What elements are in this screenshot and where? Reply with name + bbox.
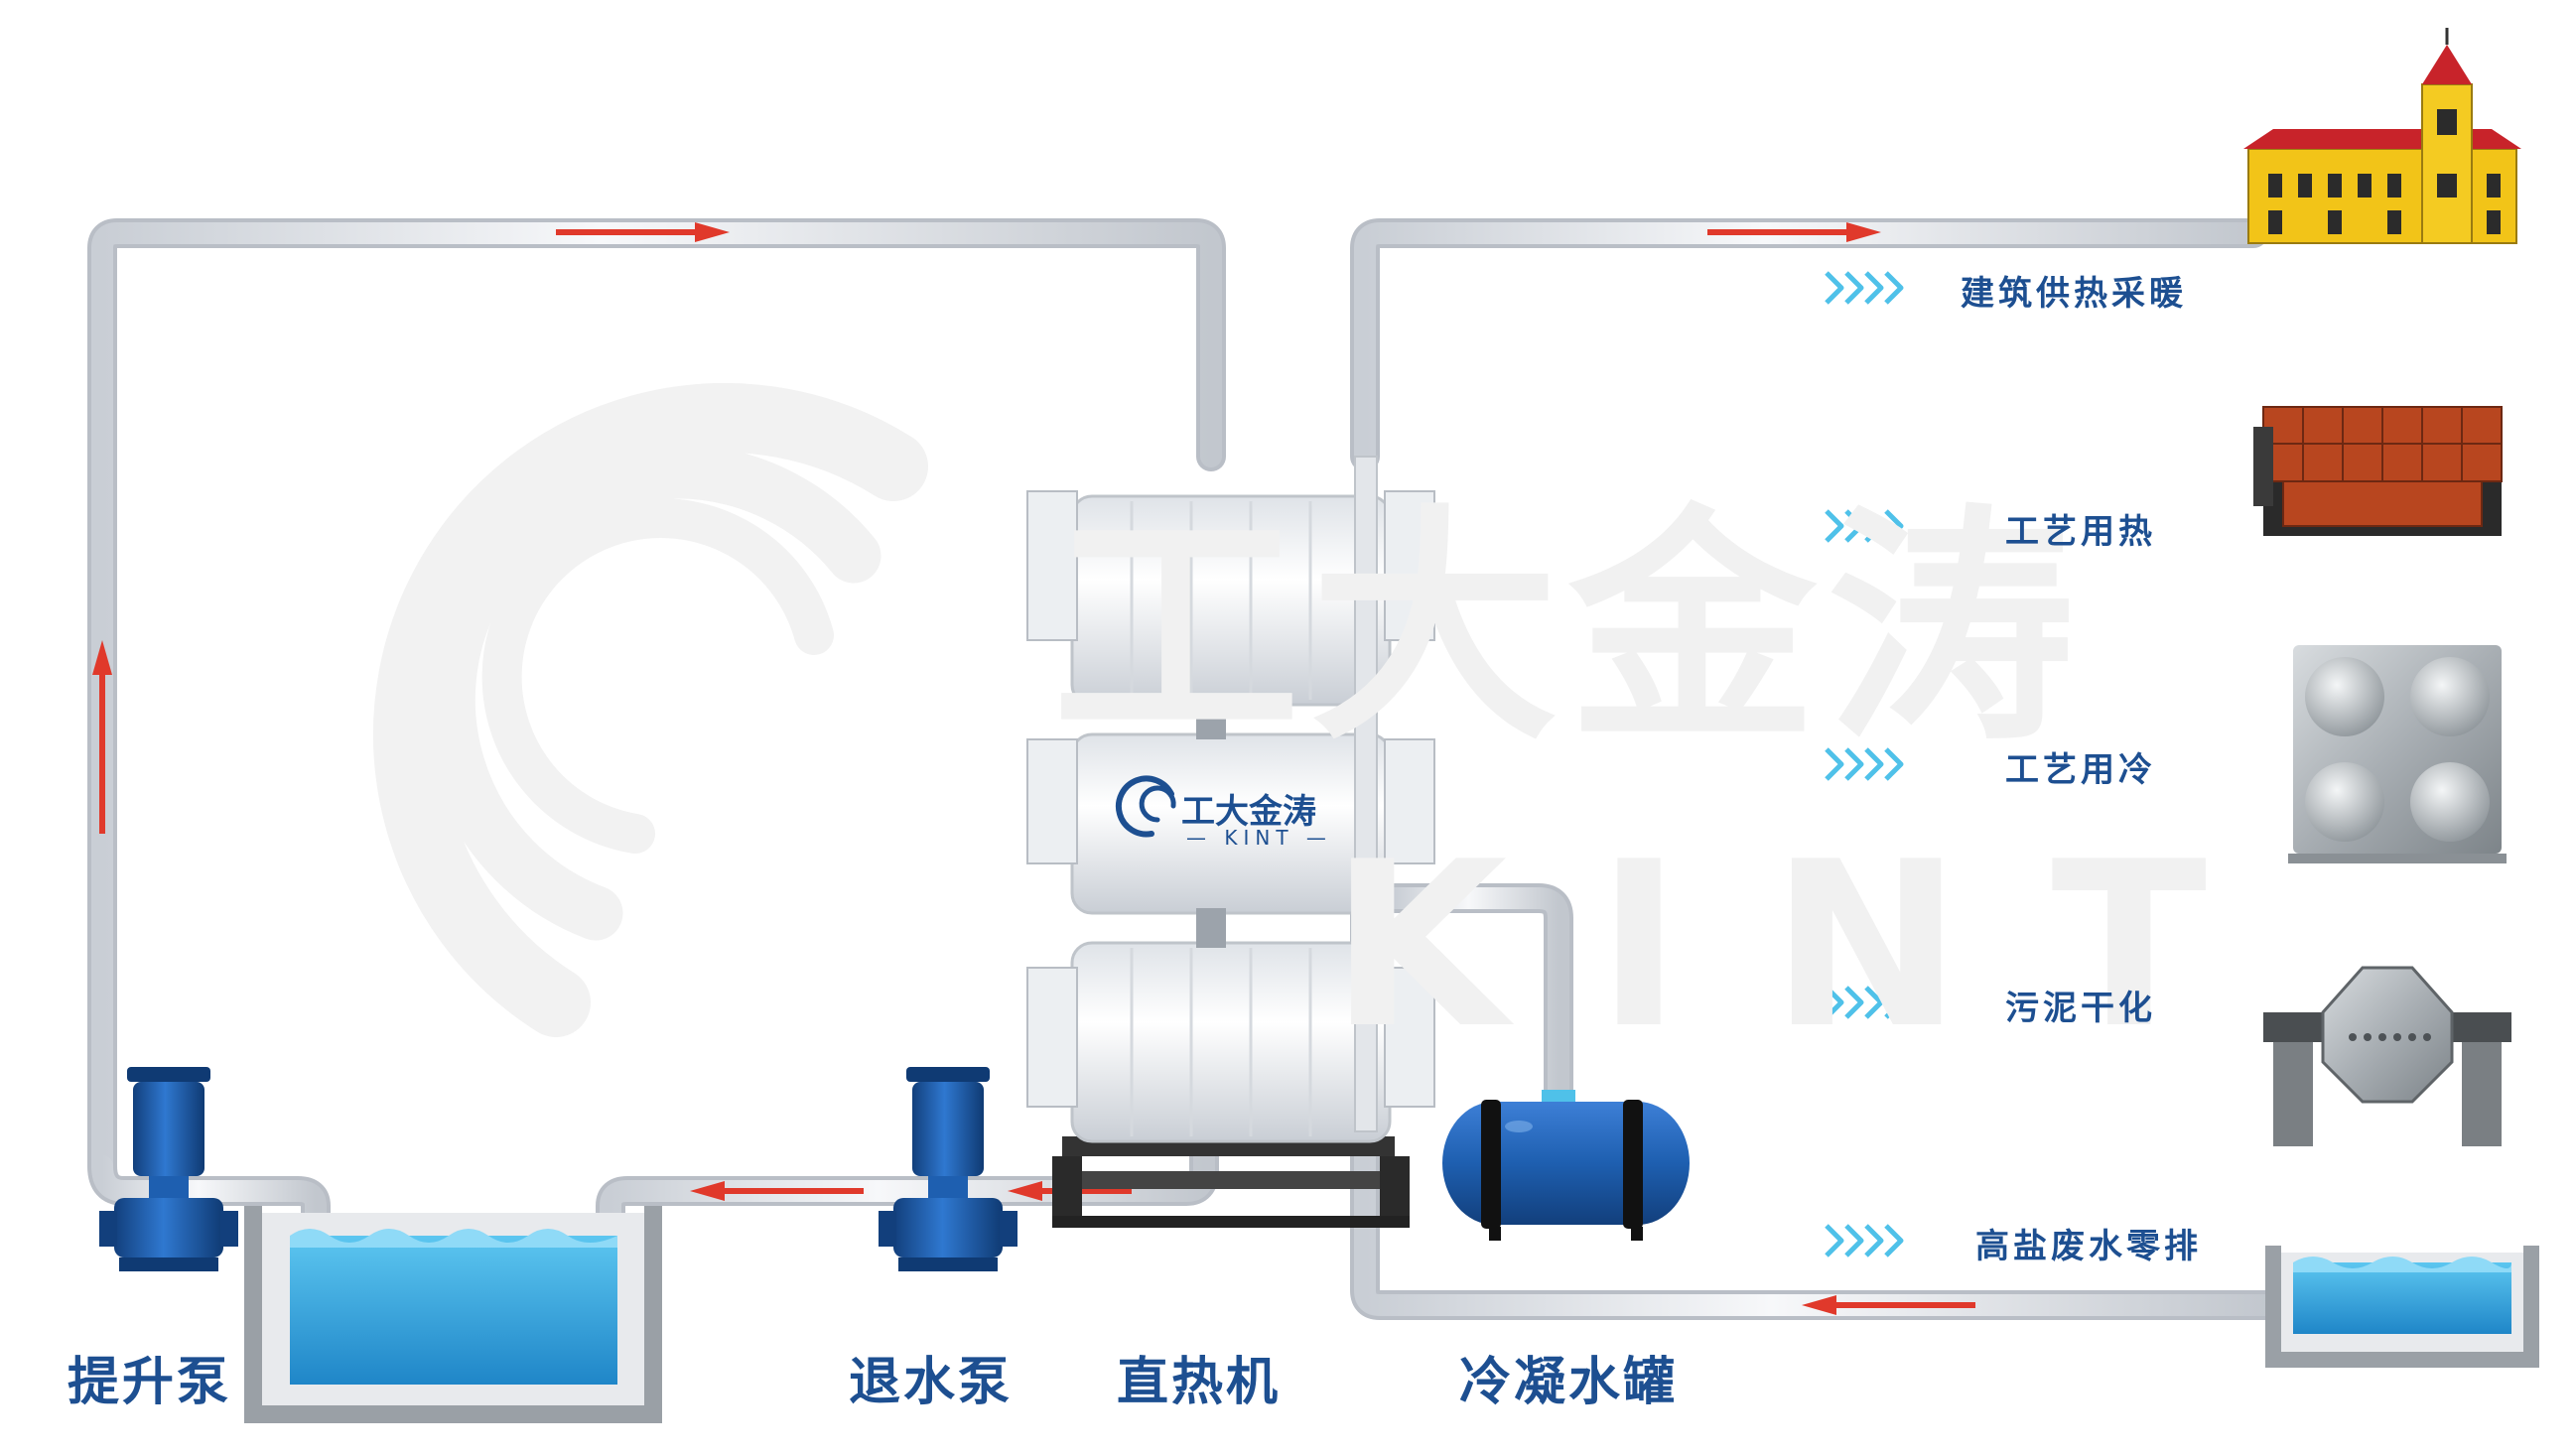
condensate-tank-label: 冷凝水罐 <box>1459 1353 1679 1412</box>
watermark-logo-icon <box>372 382 928 1037</box>
sludge-dryer-icon <box>2263 966 2511 1146</box>
flow-arrow-icon <box>690 1181 864 1201</box>
brand-sub: — KINT — <box>1186 826 1332 850</box>
brand-name: 工大金涛 <box>1181 792 1316 832</box>
flow-arrow-icon <box>92 640 112 834</box>
application-label-sludge-drying: 污泥干化 <box>2005 989 2156 1028</box>
wastewater-basin-icon <box>2265 1246 2539 1368</box>
return-pump-icon <box>879 1067 1017 1271</box>
chevron-icon <box>1825 509 1904 543</box>
sump-pool <box>244 1206 662 1423</box>
direct-heater-label: 直热机 <box>1117 1353 1282 1412</box>
direct-heater-icon <box>1026 456 1435 1228</box>
watermark-cn: 工大金涛 <box>1052 484 2085 773</box>
return-pump-label: 退水泵 <box>849 1353 1014 1412</box>
brand-logo-icon <box>1115 775 1176 838</box>
chevron-icon <box>1825 1224 1904 1257</box>
watermark-en: KINT <box>1330 814 2297 1079</box>
building-icon <box>2243 28 2521 244</box>
application-label-process-heat: 工艺用热 <box>2005 512 2156 552</box>
chevron-icon <box>1825 271 1904 305</box>
condensate-tank-icon <box>1442 1090 1690 1241</box>
chevron-icon <box>1825 747 1904 781</box>
chevron-icon <box>1825 986 1904 1019</box>
chevrons <box>1825 271 1904 1257</box>
lift-pump-icon <box>99 1067 238 1271</box>
flow-arrow-icon <box>556 222 730 242</box>
steel-water-tank-icon <box>2288 645 2507 863</box>
boiler-icon <box>2253 406 2503 536</box>
lift-pump-label: 提升泵 <box>68 1353 232 1412</box>
application-label-building-heating: 建筑供热采暖 <box>1961 274 2187 314</box>
flow-arrow-icon <box>1802 1295 1975 1315</box>
application-label-zero-discharge: 高盐废水零排 <box>1975 1227 2202 1266</box>
flow-arrow-icon <box>1707 222 1881 242</box>
application-label-process-cooling: 工艺用冷 <box>2005 750 2156 790</box>
